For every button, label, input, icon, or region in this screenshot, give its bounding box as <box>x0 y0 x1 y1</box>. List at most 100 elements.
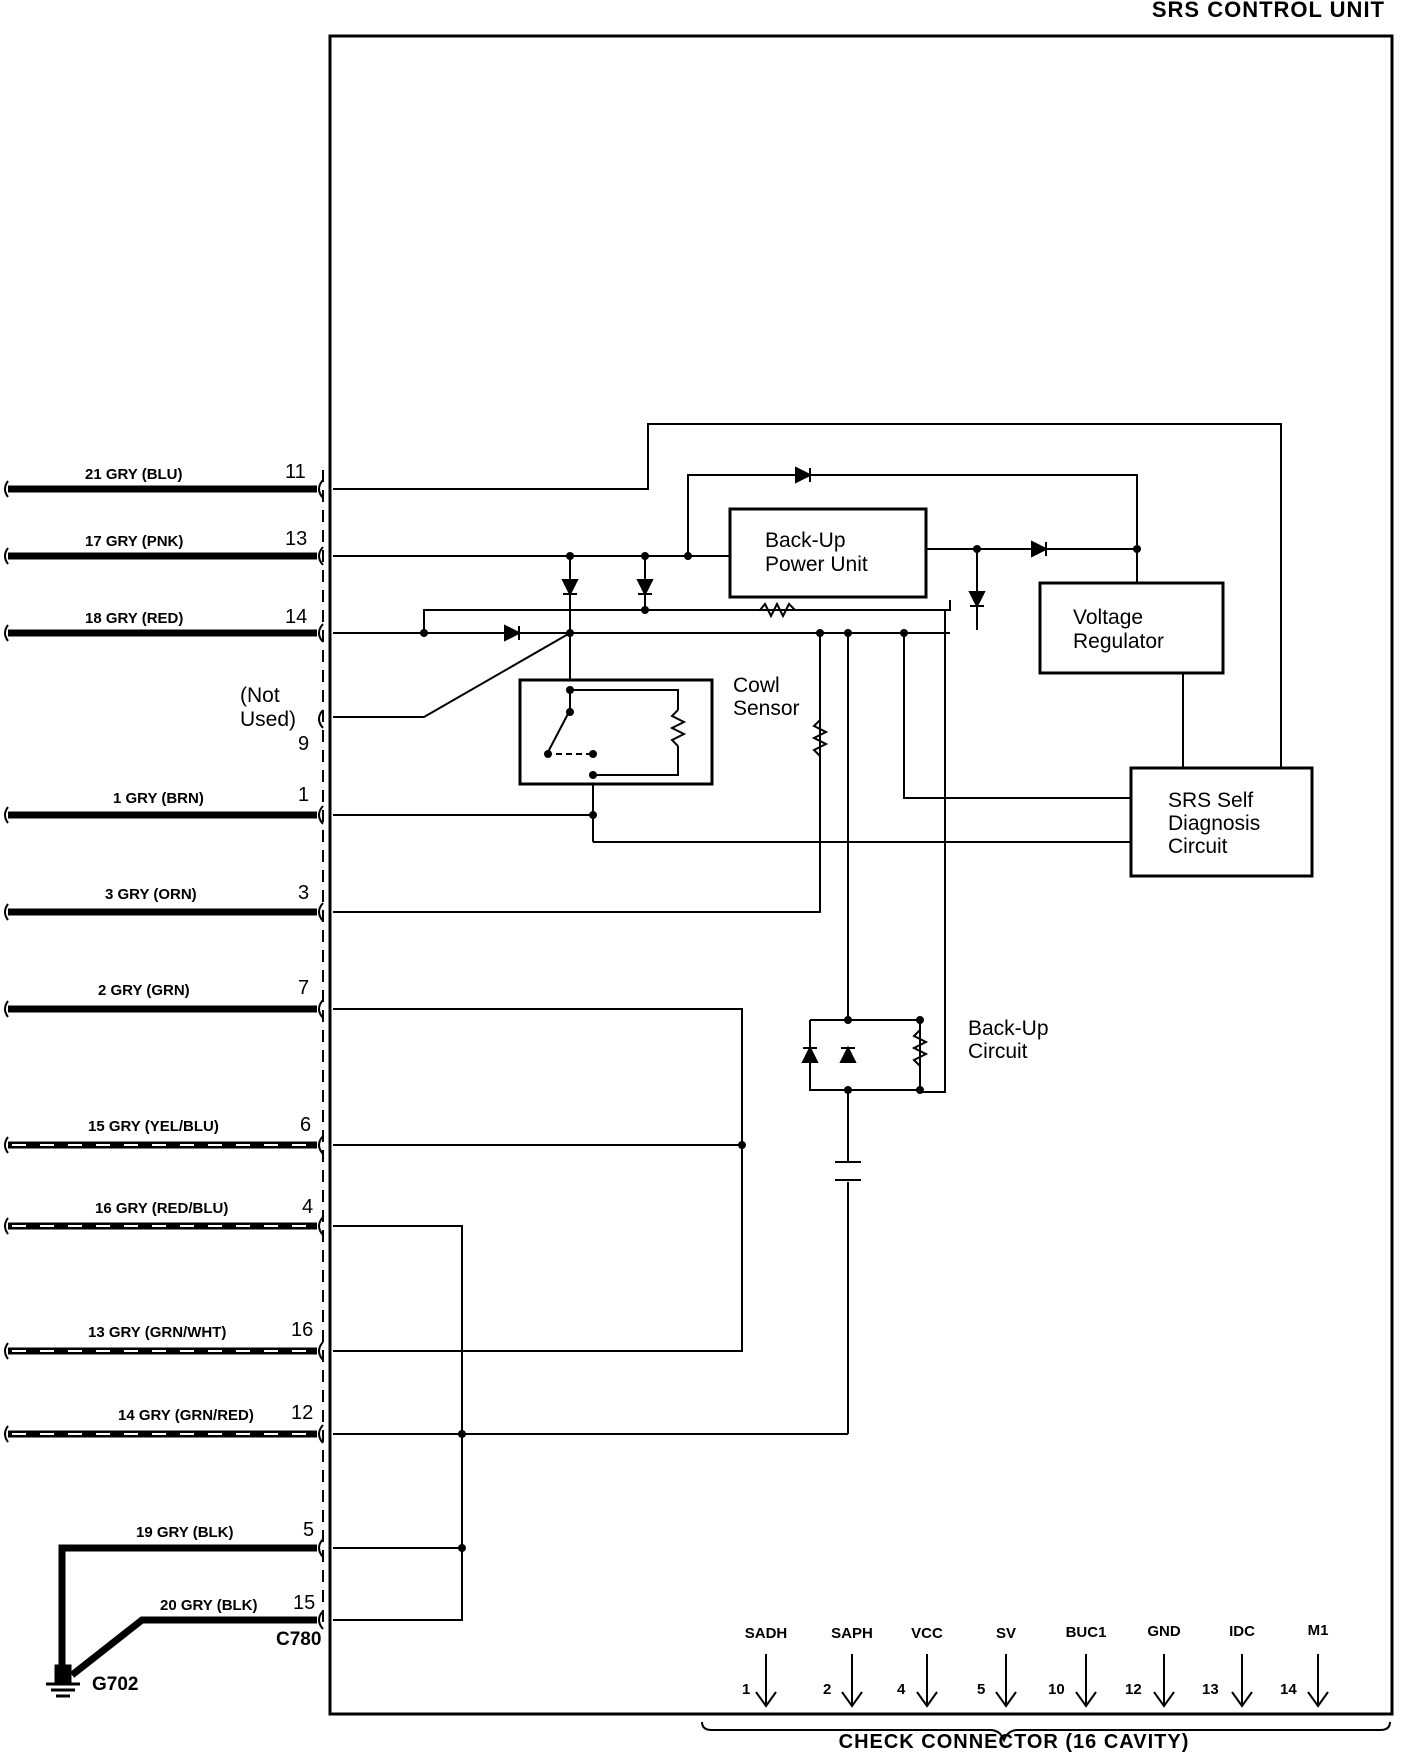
wire-11: 21 GRY (BLU) 11 <box>8 461 317 493</box>
connector-label: C780 <box>276 1629 321 1650</box>
cowl-label-line1: Cowl <box>733 674 780 697</box>
not-used-pin: 9 <box>298 733 309 755</box>
junction-dots <box>420 545 1141 1552</box>
check-pin-name: IDC <box>1229 1623 1255 1640</box>
ground-label: G702 <box>92 1674 138 1695</box>
ground-icon <box>46 1664 80 1698</box>
check-pin-name: M1 <box>1308 1622 1329 1639</box>
check-pin-name: VCC <box>911 1625 943 1642</box>
block-label-line1: Voltage <box>1073 606 1143 629</box>
wire-label: 18 GRY (RED) <box>85 610 183 627</box>
check-pin: VCC 4 <box>897 1625 943 1708</box>
block-label-line1: SRS Self <box>1168 789 1253 812</box>
pin-number: 3 <box>298 882 309 904</box>
wire-label: 21 GRY (BLU) <box>85 466 183 483</box>
check-pin-number: 12 <box>1125 1681 1142 1698</box>
pin-number: 11 <box>285 461 306 483</box>
check-pin: IDC 13 <box>1202 1623 1255 1708</box>
block-label-line2: Regulator <box>1073 630 1164 653</box>
wire-label: 13 GRY (GRN/WHT) <box>88 1324 226 1341</box>
check-pin: SV 5 <box>977 1625 1017 1708</box>
wire-label: 19 GRY (BLK) <box>136 1524 234 1541</box>
connector-terminals <box>318 479 324 1630</box>
wire-13: 17 GRY (PNK) 13 <box>8 528 317 560</box>
check-pin-name: SV <box>996 1625 1016 1642</box>
check-pin-name: GND <box>1147 1623 1181 1640</box>
internal-circuit <box>333 423 1282 1621</box>
wire-16: 13 GRY (GRN/WHT) 16 <box>8 1319 317 1355</box>
check-pin: SADH 1 <box>742 1625 788 1708</box>
arrow-down-icon <box>755 1654 777 1708</box>
pin-number: 4 <box>302 1196 313 1218</box>
pin-number: 13 <box>285 528 307 550</box>
srs-control-unit-outline <box>328 34 1394 1716</box>
check-pin-number: 5 <box>977 1681 985 1698</box>
voltage-regulator-block: Voltage Regulator <box>1038 581 1225 675</box>
wire-1: 1 GRY (BRN) 1 <box>8 784 317 819</box>
check-pin-name: SAPH <box>831 1625 873 1642</box>
pin-number: 16 <box>291 1319 313 1341</box>
wire-label: 3 GRY (ORN) <box>105 886 197 903</box>
block-label-line2: Diagnosis <box>1168 812 1260 835</box>
wire-7: 2 GRY (GRN) 7 <box>8 977 317 1013</box>
wire-14: 18 GRY (RED) 14 <box>8 606 317 637</box>
wire-label: 14 GRY (GRN/RED) <box>118 1407 254 1424</box>
wire-label: 17 GRY (PNK) <box>85 533 183 550</box>
cowl-label-line2: Sensor <box>733 697 800 720</box>
cowl-sensor-block: Cowl Sensor <box>518 674 800 786</box>
wire-5: 19 GRY (BLK) 5 <box>58 1519 317 1670</box>
wire-end-hooks <box>4 480 9 1443</box>
wire-12: 14 GRY (GRN/RED) 12 <box>8 1402 317 1438</box>
arrow-down-icon <box>1307 1654 1329 1708</box>
block-label-line1: Back-Up <box>765 529 846 552</box>
arrow-down-icon <box>841 1654 863 1708</box>
check-pin-name: SADH <box>745 1625 788 1642</box>
block-label-line2: Power Unit <box>765 553 868 576</box>
check-pin-number: 13 <box>1202 1681 1219 1698</box>
backup-power-unit-block: Back-Up Power Unit <box>728 507 928 599</box>
arrow-down-icon <box>995 1654 1017 1708</box>
arrow-down-icon <box>1153 1654 1175 1708</box>
check-connector-brace <box>701 1721 1391 1743</box>
check-connector-title: CHECK CONNECTOR (16 CAVITY) <box>839 1731 1190 1753</box>
arrow-down-icon <box>1075 1654 1097 1708</box>
check-pin: M1 14 <box>1280 1622 1329 1708</box>
wire-4: 16 GRY (RED/BLU) 4 <box>8 1196 317 1230</box>
wire-label: 2 GRY (GRN) <box>98 982 190 999</box>
wire-label: 1 GRY (BRN) <box>113 790 204 807</box>
wire-label: 15 GRY (YEL/BLU) <box>88 1118 219 1135</box>
arrow-down-icon <box>1231 1654 1253 1708</box>
not-used-label-line2: Used) <box>240 708 296 731</box>
diode-icons <box>504 466 1049 1063</box>
backup-circuit-label-line2: Circuit <box>968 1040 1028 1063</box>
check-pin-number: 1 <box>742 1681 750 1698</box>
pin-number: 12 <box>291 1402 313 1424</box>
backup-circuit-label-line1: Back-Up <box>968 1017 1049 1040</box>
wire-label: 16 GRY (RED/BLU) <box>95 1200 228 1217</box>
pin-number: 1 <box>298 784 309 806</box>
check-pin-number: 14 <box>1280 1681 1297 1698</box>
pin-number: 6 <box>300 1114 311 1136</box>
wire-6: 15 GRY (YEL/BLU) 6 <box>8 1114 317 1149</box>
srs-self-diagnosis-block: SRS Self Diagnosis Circuit <box>1129 766 1314 878</box>
check-connector: SADH 1 SAPH 2 VCC 4 SV 5 BUC1 10 GND 12 <box>742 1622 1329 1708</box>
arrow-down-icon <box>916 1654 938 1708</box>
block-label-line3: Circuit <box>1168 835 1228 858</box>
pin-number: 5 <box>303 1519 314 1541</box>
diagram-title: SRS CONTROL UNIT <box>1152 0 1385 22</box>
wire-label: 20 GRY (BLK) <box>160 1597 258 1614</box>
check-pin: SAPH 2 <box>823 1625 873 1708</box>
not-used-label-line1: (Not <box>240 684 280 707</box>
check-pin-number: 2 <box>823 1681 831 1698</box>
check-pin-number: 4 <box>897 1681 906 1698</box>
check-pin: BUC1 10 <box>1048 1624 1106 1708</box>
resistor-icons <box>759 601 929 1067</box>
capacitor-icon <box>835 1161 861 1181</box>
wire-3: 3 GRY (ORN) 3 <box>8 882 317 916</box>
pin-number: 7 <box>298 977 309 999</box>
check-pin: GND 12 <box>1125 1623 1181 1708</box>
wire-15: 20 GRY (BLK) 15 <box>69 1592 317 1678</box>
check-pin-number: 10 <box>1048 1681 1065 1698</box>
pin-number: 15 <box>293 1592 315 1614</box>
